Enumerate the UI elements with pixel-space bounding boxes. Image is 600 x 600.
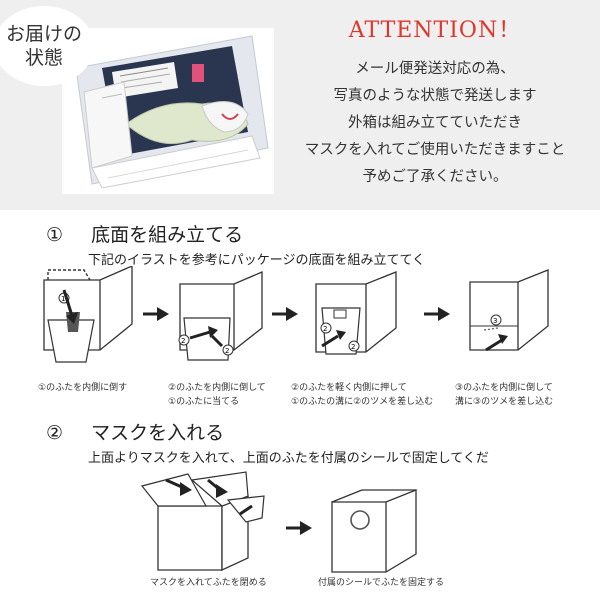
svg-text:3: 3 [493, 317, 497, 325]
step2-title: マスクを入れる [91, 422, 225, 444]
attention-line: 写真のような状態で発送します [333, 88, 537, 104]
delivery-state-badge: お届けの 状態 [0, 6, 94, 86]
arrow-icon [272, 306, 298, 326]
step2-caption-2: 付属のシールでふたを固定する [318, 578, 445, 588]
step2-caption-1: マスクを入れてふたを閉める [150, 578, 267, 588]
svg-text:2: 2 [351, 343, 355, 351]
step1-subtitle: 下記のイラストを参考にパッケージの底面を組み立ててく [88, 253, 426, 268]
arrow-icon [286, 520, 312, 540]
svg-text:2: 2 [225, 347, 229, 355]
step1-number: ① [46, 224, 64, 246]
attention-panel: お届けの 状態 ATTENTION！ メール便発送対応の為、 写真のような状態で… [0, 0, 600, 210]
step2-figure-1 [136, 466, 276, 576]
step1-figure-3: 2 2 [300, 270, 404, 378]
step1-caption-2: ②のふたを内側に倒して ①のふたに当てる [168, 383, 266, 407]
step1-figure-4: 3 [456, 268, 556, 376]
attention-line: 外箱は組み立てていただき [348, 115, 522, 131]
step1-caption-1: ①のふたを内側に倒す [38, 383, 128, 393]
attention-line: 予めご了承ください。 [362, 169, 508, 185]
svg-text:2: 2 [323, 325, 327, 333]
svg-text:1: 1 [61, 295, 65, 303]
arrow-icon [143, 306, 169, 326]
arrow-icon [424, 306, 450, 326]
svg-text:2: 2 [181, 337, 185, 345]
attention-line: メール便発送対応の為、 [355, 61, 515, 77]
step2-heading: ② マスクを入れる [46, 418, 224, 445]
badge-line-1: お届けの [5, 23, 82, 45]
package-photo [62, 28, 274, 194]
badge-line-2: 状態 [24, 47, 63, 69]
attention-line: マスクを入れてご使用いただきますこと [304, 142, 566, 158]
step1-figure-2: 2 2 [170, 270, 270, 378]
step1-title: 底面を組み立てる [91, 224, 244, 246]
step1-caption-3: ②のふたを軽く内側に押して ①のふたの溝に②のツメを差し込む [291, 383, 434, 407]
attention-title: ATTENTION！ [348, 18, 522, 43]
step1-caption-4: ③のふたを内側に倒して 溝に③のツメを差し込む [455, 383, 554, 407]
step2-figure-2 [316, 480, 426, 578]
step2-number: ② [46, 422, 64, 444]
step1-figure-1: 1 [30, 265, 142, 376]
step1-heading: ① 底面を組み立てる [46, 220, 243, 247]
attention-message: メール便発送対応の為、 写真のような状態で発送します 外箱は組み立てていただき … [270, 56, 600, 191]
step2-subtitle: 上面よりマスクを入れて、上面のふたを付属のシールで固定してくだ [88, 451, 489, 466]
